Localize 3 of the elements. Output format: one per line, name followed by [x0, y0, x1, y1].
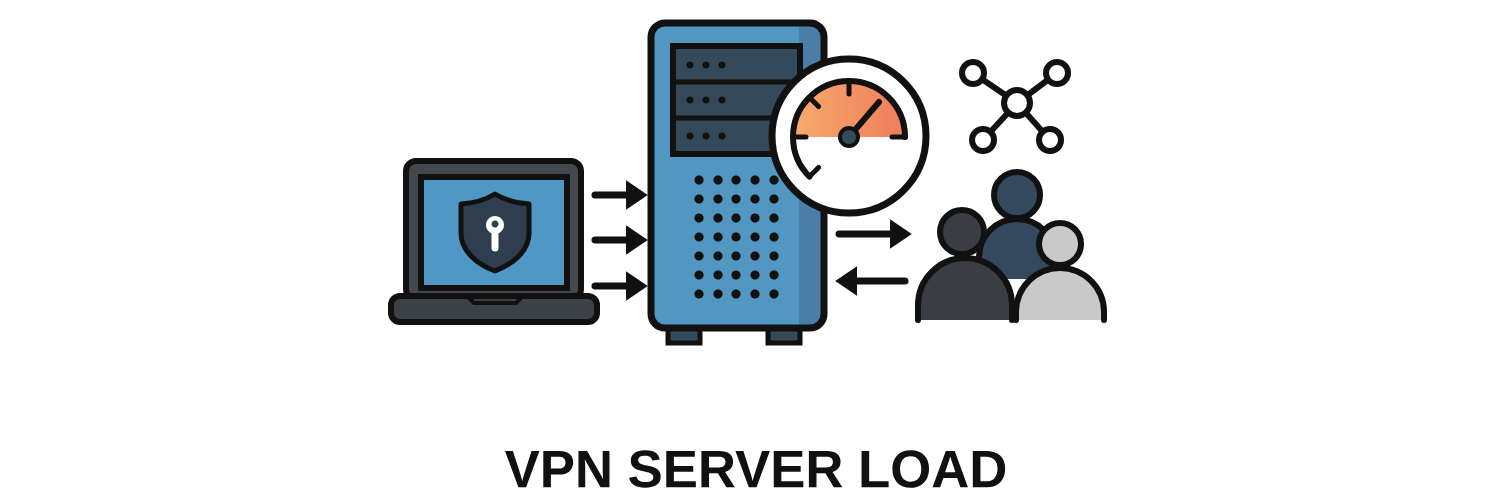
laptop — [388, 158, 600, 325]
title: VPN SERVER LOAD — [504, 450, 1006, 488]
user-group — [915, 169, 1107, 323]
